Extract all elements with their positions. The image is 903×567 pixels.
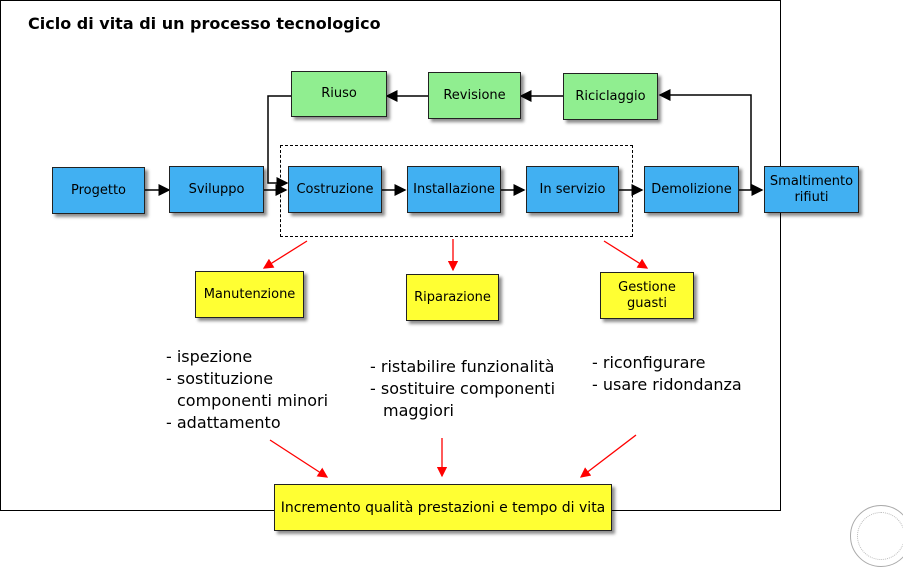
arrow-gestione-result: [579, 434, 637, 478]
box-progetto: Progetto: [52, 167, 145, 214]
slide-title: Ciclo di vita di un processo tecnologico: [28, 14, 381, 33]
list-item: - sostituire componenti: [370, 379, 556, 398]
arrow-to-gestione: [603, 240, 649, 269]
university-seal-icon: [850, 505, 903, 567]
list-gestione: - riconfigurare - usare ridondanza: [592, 352, 742, 396]
connectors: [145, 89, 764, 478]
box-riparazione: Riparazione: [406, 274, 499, 321]
box-riciclaggio: Riciclaggio: [563, 73, 658, 120]
operational-phase-group: [280, 145, 633, 237]
list-item: maggiori: [383, 401, 454, 420]
list-item: - sostituzione: [166, 369, 274, 388]
box-gestione-guasti: Gestione guasti: [600, 272, 694, 319]
box-installazione: Installazione: [407, 166, 501, 213]
list-item: - ristabilire funzionalità: [370, 357, 555, 376]
list-riparazione: - ristabilire funzionalità - sostituire …: [370, 356, 555, 422]
arrow-to-manutenzione: [262, 240, 308, 269]
box-result: Incremento qualità prestazioni e tempo d…: [274, 484, 612, 531]
box-riuso: Riuso: [291, 71, 387, 117]
box-manutenzione: Manutenzione: [195, 271, 304, 318]
box-sviluppo: Sviluppo: [169, 166, 264, 213]
arrow-riuso-costruzione: [267, 95, 291, 189]
list-item: - adattamento: [166, 413, 281, 432]
box-costruzione: Costruzione: [288, 166, 382, 213]
box-in-servizio: In servizio: [526, 166, 619, 213]
arrow-manutenzione-result: [269, 439, 329, 478]
arrow-demolizione-riciclaggio: [658, 89, 752, 190]
box-revisione: Revisione: [428, 72, 521, 119]
list-item: componenti minori: [177, 391, 329, 410]
list-item: - riconfigurare: [592, 353, 706, 372]
list-item: - ispezione: [166, 347, 253, 366]
list-item: - usare ridondanza: [592, 375, 742, 394]
box-demolizione: Demolizione: [644, 166, 739, 213]
list-manutenzione: - ispezione - sostituzione componenti mi…: [166, 346, 328, 434]
box-smaltimento-rifiuti: Smaltimento rifiuti: [764, 166, 859, 213]
